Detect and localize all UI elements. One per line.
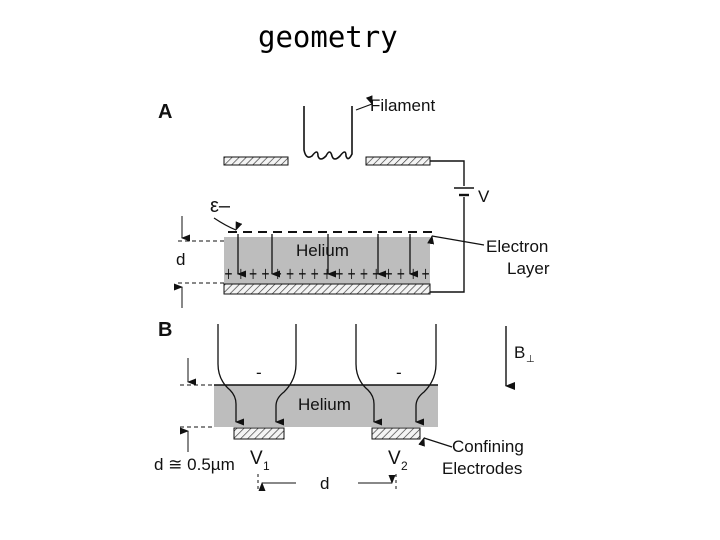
electron-layer-label-2: Layer	[507, 259, 550, 278]
helium-label-b: Helium	[298, 395, 351, 414]
confining-label-2: Electrodes	[442, 459, 522, 478]
field-lines-b	[217, 324, 437, 426]
field-arrows-a	[237, 234, 418, 278]
panel-b: B B ⊥ Helium - - d ≅ 0.5µm V	[154, 319, 535, 493]
v1-label: V	[250, 448, 263, 469]
spacing-dimension-b	[257, 474, 397, 492]
helium-label-a: Helium	[296, 241, 349, 260]
filament-label: Filament	[370, 96, 435, 115]
thickness-dimension-b	[180, 358, 214, 452]
slide-title: geometry	[258, 20, 398, 54]
positive-charge-row: + + + + + + + + + + + + + + + + +	[224, 264, 430, 283]
v2-label: V	[388, 448, 401, 469]
gap-dimension-a	[174, 216, 224, 308]
spacing-label: d	[320, 474, 329, 493]
panel-b-label: B	[158, 319, 172, 341]
confining-pointer	[418, 437, 453, 448]
field-subscript: ⊥	[526, 354, 535, 365]
v2-subscript: 2	[401, 459, 408, 473]
minus-right: -	[396, 363, 402, 382]
grid-plate-right	[365, 156, 431, 166]
panel-a: A Filament V ε– Helium + +	[158, 95, 550, 308]
electron-layer-label-1: Electron	[486, 237, 548, 256]
voltage-label: V	[478, 187, 490, 206]
confining-label-1: Confining	[452, 437, 524, 456]
filament	[303, 106, 353, 160]
field-label: B	[514, 343, 525, 362]
minus-left: -	[256, 363, 262, 382]
electrode-v2	[371, 427, 421, 440]
electron-symbol: ε–	[210, 195, 231, 217]
electron-pointer	[213, 217, 243, 231]
thickness-label: d ≅ 0.5µm	[154, 455, 235, 474]
electrode-v1	[233, 427, 285, 440]
gap-label-a: d	[176, 250, 185, 269]
electron-layer-pointer	[427, 235, 485, 246]
helium-slab-b	[214, 385, 438, 427]
filament-pointer	[355, 95, 373, 111]
circuit-wire-top	[430, 160, 465, 186]
bottom-plate-a	[223, 283, 431, 295]
panel-a-label: A	[158, 101, 172, 123]
circuit-wire-bottom	[430, 197, 465, 293]
v1-subscript: 1	[263, 459, 270, 473]
grid-plate-left	[223, 156, 289, 166]
